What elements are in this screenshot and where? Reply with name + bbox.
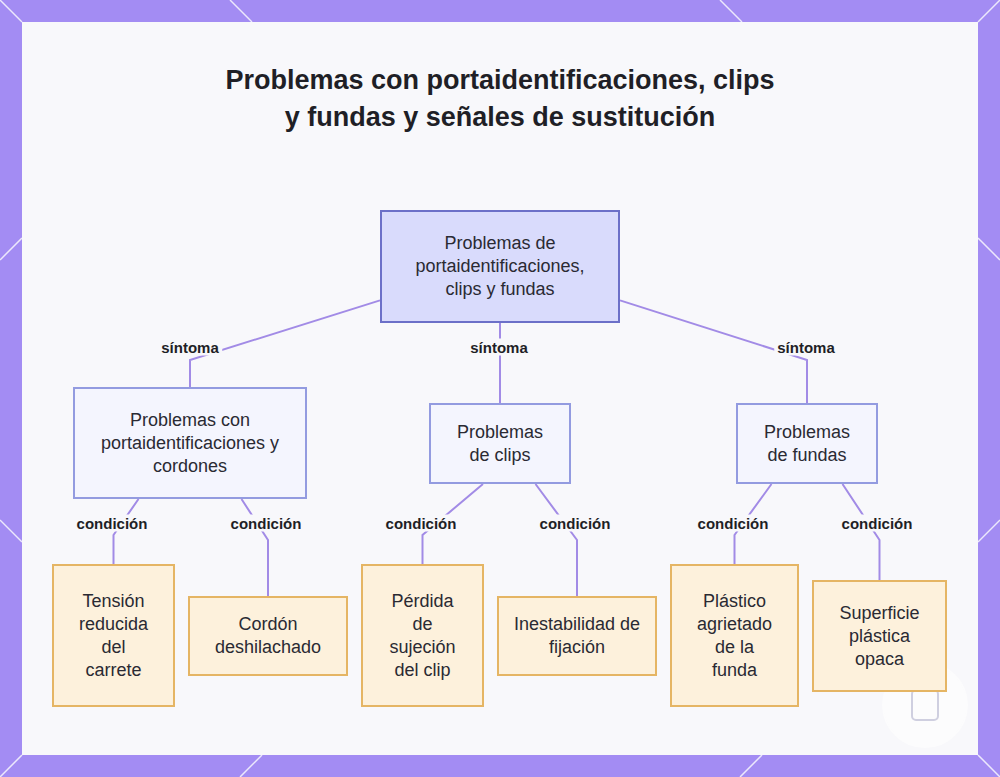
- node-text: Cordón deshilachado: [204, 613, 332, 659]
- node-text: Problemas de portaidentificaciones, clip…: [396, 232, 604, 301]
- symptom-box: Problemas de clips: [429, 403, 571, 484]
- edge-label: condición: [74, 515, 151, 532]
- node-text: Problemas de fundas: [752, 421, 862, 467]
- connector-line: [499, 323, 501, 403]
- condition-box: Inestabilidad de fijación: [497, 596, 657, 676]
- edge-label: condición: [228, 515, 305, 532]
- node-text: Problemas con portaidentificaciones y co…: [87, 409, 293, 478]
- edge-label: síntoma: [158, 339, 222, 356]
- condition-box: Cordón deshilachado: [188, 596, 348, 676]
- edge-label: condición: [383, 515, 460, 532]
- symptom-box: Problemas de fundas: [736, 403, 878, 484]
- condition-box: Plástico agrietado de la funda: [670, 564, 799, 707]
- edge-label: condición: [537, 515, 614, 532]
- connector-line: [114, 499, 139, 564]
- node-text: Inestabilidad de fijación: [511, 613, 643, 659]
- edge-label: condición: [695, 515, 772, 532]
- edge-label: condición: [839, 515, 916, 532]
- condition-box: Superficie plástica opaca: [812, 580, 947, 692]
- condition-box: Tensión reducida del carrete: [52, 564, 175, 707]
- diagram-title: Problemas con portaidentificaciones, cli…: [220, 62, 780, 136]
- condition-box: Pérdida de sujeción del clip: [361, 564, 484, 707]
- root-box: Problemas de portaidentificaciones, clip…: [380, 210, 620, 323]
- edge-label: síntoma: [467, 339, 531, 356]
- connector-line: [843, 484, 880, 580]
- node-text: Tensión reducida del carrete: [74, 590, 153, 682]
- node-text: Plástico agrietado de la funda: [694, 590, 775, 682]
- node-text: Problemas de clips: [445, 421, 555, 467]
- connector-line: [536, 484, 578, 596]
- edge-label: síntoma: [774, 339, 838, 356]
- symptom-box: Problemas con portaidentificaciones y co…: [73, 387, 307, 499]
- node-text: Superficie plástica opaca: [828, 602, 931, 671]
- node-text: Pérdida de sujeción del clip: [385, 590, 460, 682]
